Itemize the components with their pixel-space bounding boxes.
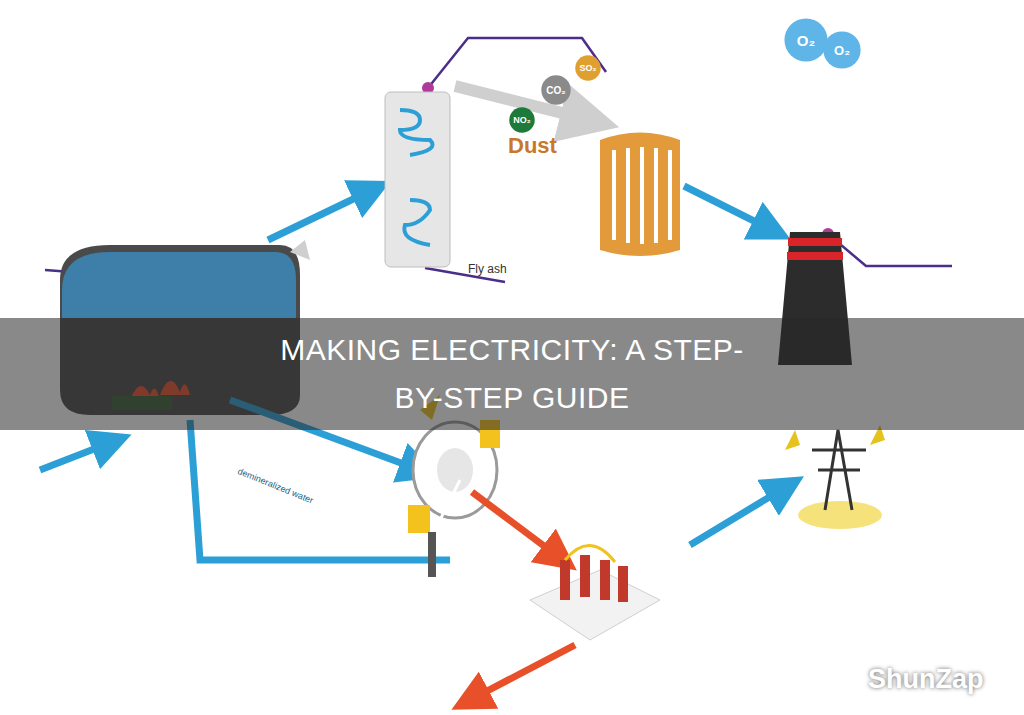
- gas-molecule: SO₂: [575, 55, 601, 81]
- gas-molecule: O₂: [784, 18, 828, 62]
- molecule-label: CO₂: [546, 85, 565, 96]
- gas-molecule: NO₂: [509, 107, 535, 133]
- molecule-label: SO₂: [579, 63, 596, 73]
- title-text: MAKING ELECTRICITY: A STEP-BY-STEP GUIDE: [262, 326, 762, 422]
- gas-molecule: O₂: [823, 31, 861, 69]
- watermark: ShunZap: [868, 664, 984, 695]
- pipe-label: demineralized water: [236, 466, 314, 505]
- molecule-label: NO₂: [513, 115, 531, 125]
- molecule-label: O₂: [797, 32, 815, 49]
- dust-label: Dust: [508, 133, 557, 159]
- fly-ash-label: Fly ash: [468, 262, 507, 276]
- gas-molecule: CO₂: [541, 75, 571, 105]
- molecule-label: O₂: [834, 43, 850, 58]
